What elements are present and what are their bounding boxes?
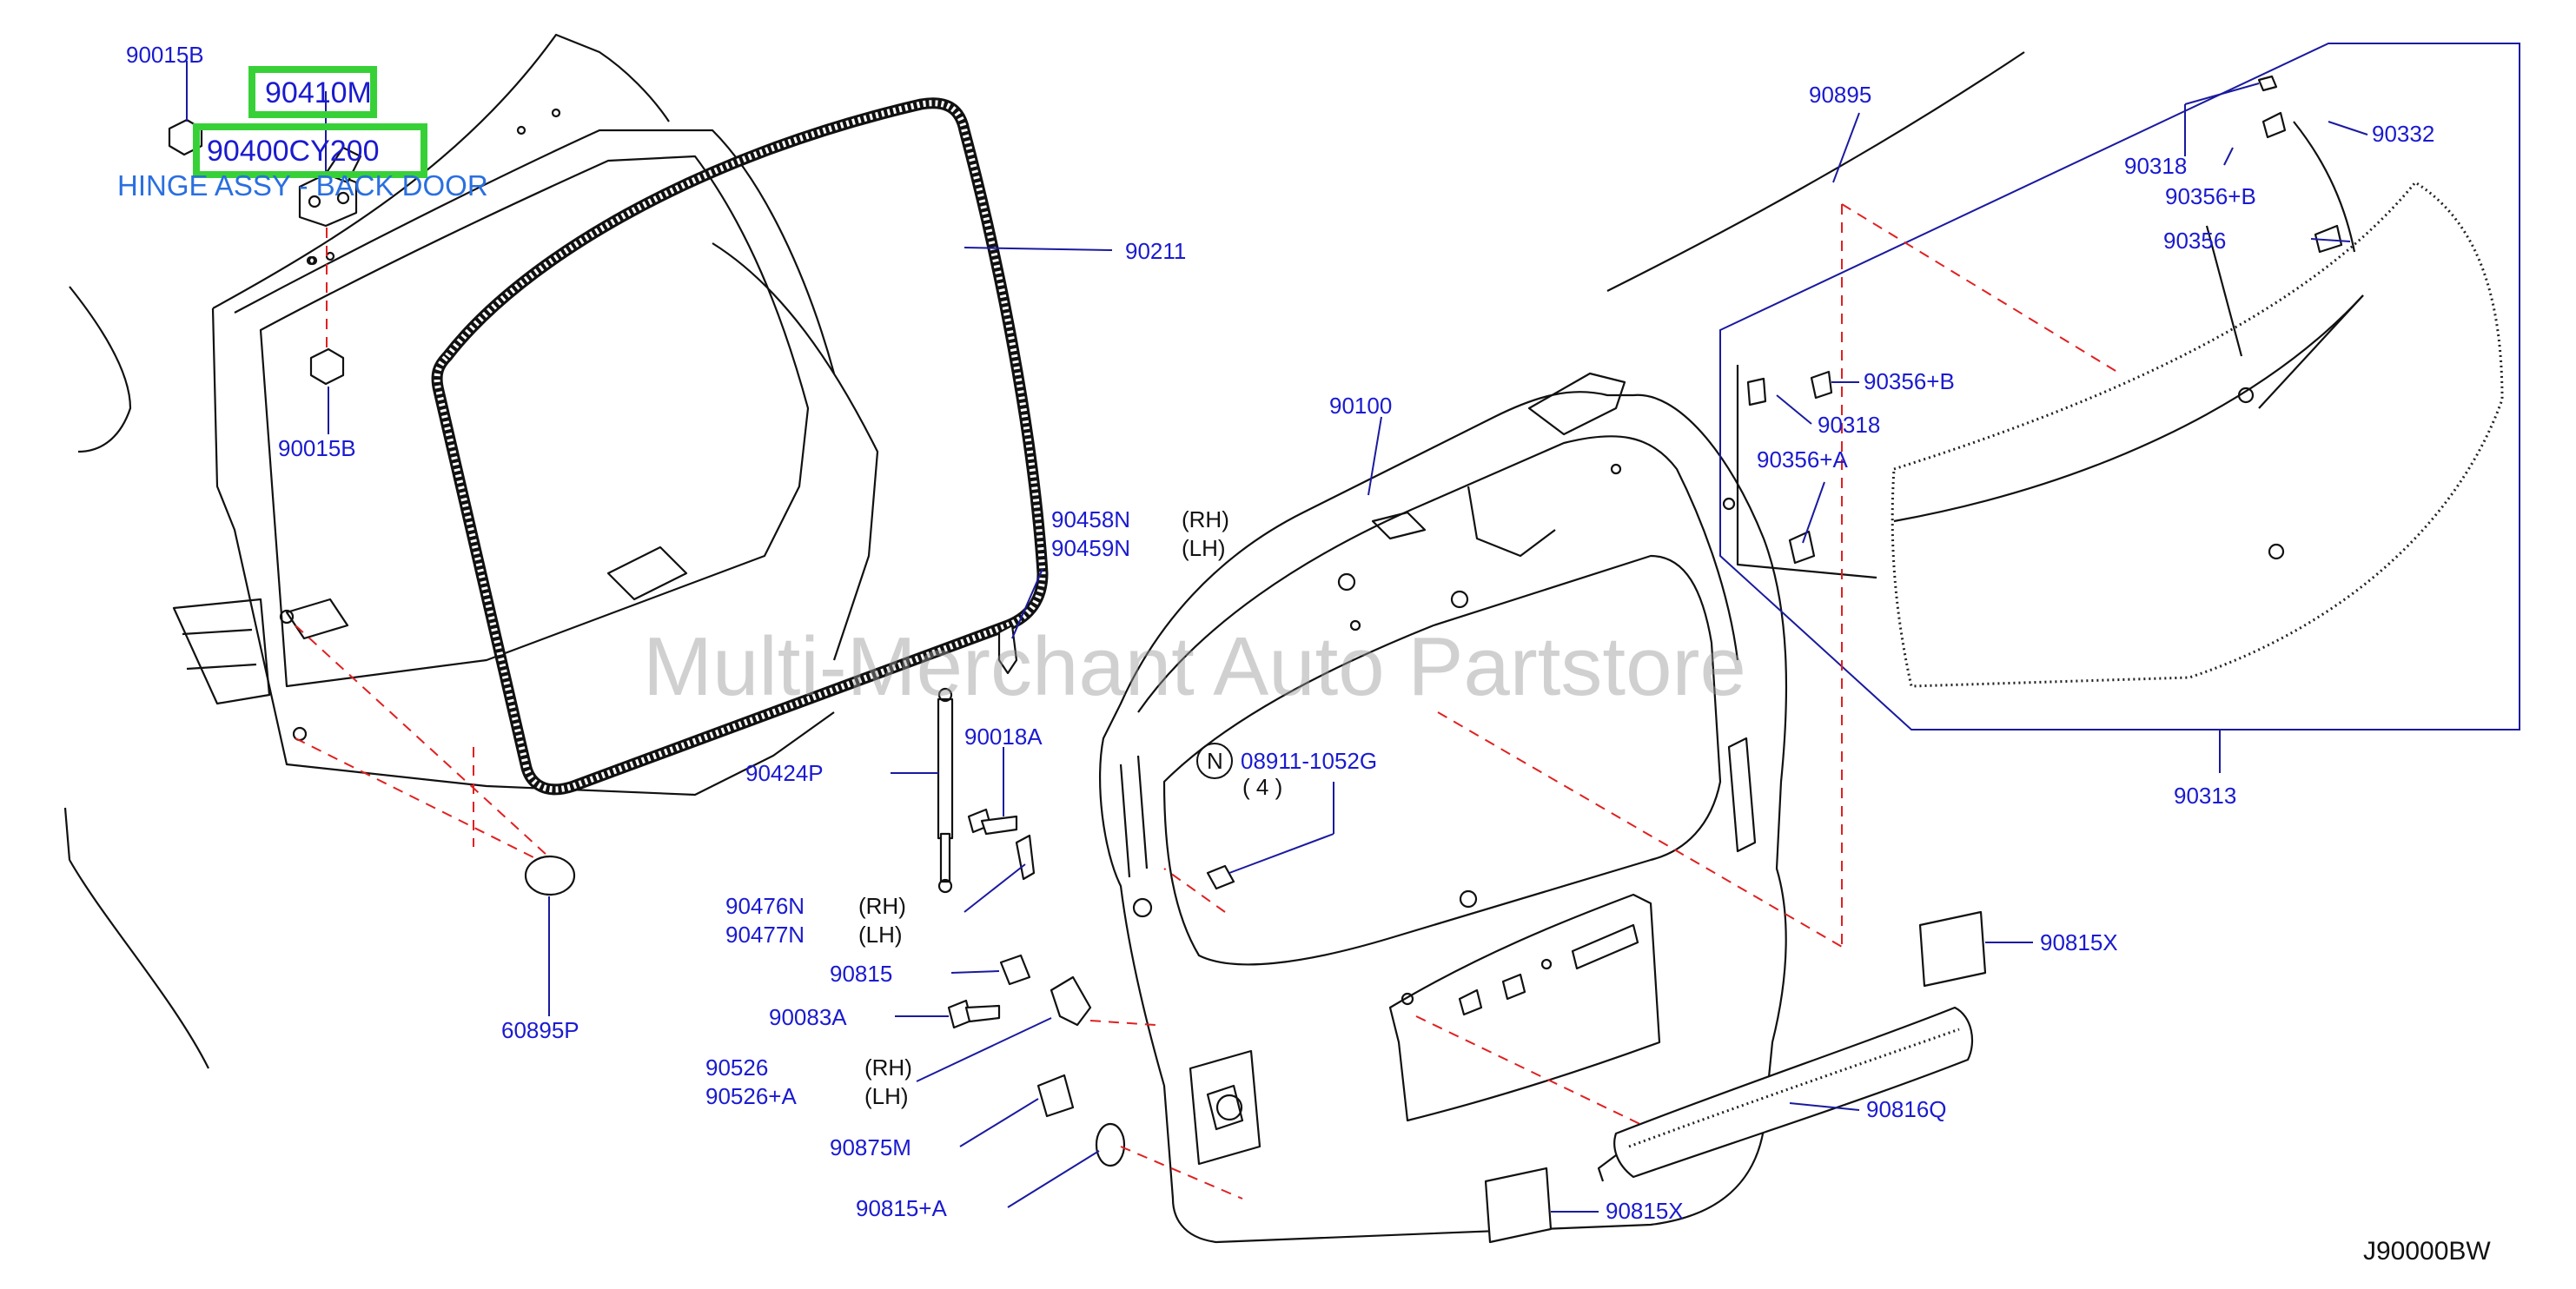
n-marker-circle	[1196, 743, 1233, 779]
callout-90318-mid[interactable]: 90318	[1818, 412, 1880, 438]
clip-08911	[1206, 864, 1235, 890]
callout-90458n[interactable]: 90458N	[1051, 506, 1130, 532]
bumper-90815	[999, 954, 1031, 986]
callout-90458n-side: (RH)	[1182, 506, 1229, 532]
callout-90477n[interactable]: 90477N	[725, 922, 805, 948]
hinge-caption: HINGE ASSY - BACK DOOR	[117, 169, 488, 202]
weatherstrip-seal	[431, 97, 1049, 796]
stay-bracket-lower	[1015, 834, 1036, 881]
callout-90332[interactable]: 90332	[2372, 121, 2434, 147]
watermark-text: Multi-Merchant Auto Partstore	[643, 620, 1746, 713]
n-marker-letter: N	[1207, 748, 1223, 774]
highlight-box-90410m[interactable]	[248, 66, 377, 118]
part-label-90400cy200[interactable]: 90400CY200	[207, 135, 380, 168]
callout-90815[interactable]: 90815	[830, 961, 892, 987]
highlight-box-90400cy200[interactable]	[193, 123, 427, 178]
spacer-90815X-right	[1918, 910, 1987, 988]
callout-90459n[interactable]: 90459N	[1051, 535, 1130, 561]
bumper-90815A	[1095, 1122, 1243, 1200]
callout-90815a[interactable]: 90815+A	[856, 1195, 947, 1221]
callout-90083a[interactable]: 90083A	[769, 1004, 847, 1030]
bolt-90018A	[967, 808, 1018, 836]
callout-08911-1052g[interactable]: 08911-1052G	[1241, 748, 1377, 774]
callout-90356b-mid[interactable]: 90356+B	[1864, 368, 1955, 394]
callout-90526-side: (RH)	[864, 1054, 912, 1081]
callout-90018a[interactable]: 90018A	[964, 724, 1043, 750]
callout-90015b-bottom[interactable]: 90015B	[278, 435, 356, 461]
callout-90815x-bottom[interactable]: 90815X	[1606, 1198, 1684, 1224]
callout-90476n[interactable]: 90476N	[725, 893, 805, 919]
callout-90526a-side: (LH)	[864, 1083, 909, 1109]
callout-90526a[interactable]: 90526+A	[705, 1083, 797, 1109]
back-door-glass	[1736, 75, 2504, 947]
callout-08911-qty: ( 4 )	[1242, 774, 1282, 800]
roof-moulding-strip	[1606, 51, 2025, 292]
striker-90526	[1050, 975, 1156, 1027]
spacer-90815X-bottom	[1484, 1167, 1553, 1244]
gas-stay-strut	[937, 687, 954, 894]
callout-90100[interactable]: 90100	[1329, 393, 1392, 419]
callout-90476n-side: (RH)	[858, 893, 906, 919]
license-garnish-90816Q	[1597, 1006, 1974, 1182]
callout-90211[interactable]: 90211	[1125, 238, 1186, 264]
callout-90424p[interactable]: 90424P	[745, 760, 824, 786]
callout-60895p[interactable]: 60895P	[501, 1017, 579, 1043]
callout-90459n-side: (LH)	[1182, 535, 1226, 561]
diagram-reference-id: J90000BW	[2363, 1237, 2491, 1266]
callout-90526[interactable]: 90526	[705, 1054, 768, 1081]
callout-90356b-top[interactable]: 90356+B	[2165, 183, 2256, 209]
callout-labels: 90015B 90015B 90211 60895P 90100 90458N …	[126, 42, 2434, 1224]
callout-90875m[interactable]: 90875M	[830, 1134, 911, 1160]
part-label-90410m[interactable]: 90410M	[265, 76, 372, 109]
callout-90318-top[interactable]: 90318	[2124, 153, 2187, 179]
callout-90015b-top[interactable]: 90015B	[126, 42, 204, 68]
callout-90815x-right[interactable]: 90815X	[2040, 929, 2118, 955]
plug-cap	[295, 625, 576, 896]
callout-90313[interactable]: 90313	[2174, 783, 2236, 809]
back-door-panel	[1098, 372, 1843, 1244]
callout-90477n-side: (LH)	[858, 922, 903, 948]
vehicle-body-outline	[63, 33, 879, 1069]
callout-90356[interactable]: 90356	[2163, 228, 2226, 254]
bolt-90083A	[947, 999, 1001, 1029]
glass-group-frame	[1719, 43, 2520, 730]
leader-lines	[186, 61, 2368, 1213]
callout-90895[interactable]: 90895	[1809, 82, 1871, 108]
guide-90875M	[1036, 1074, 1075, 1118]
callout-90356a[interactable]: 90356+A	[1757, 446, 1848, 473]
callout-90816q[interactable]: 90816Q	[1866, 1096, 1947, 1122]
